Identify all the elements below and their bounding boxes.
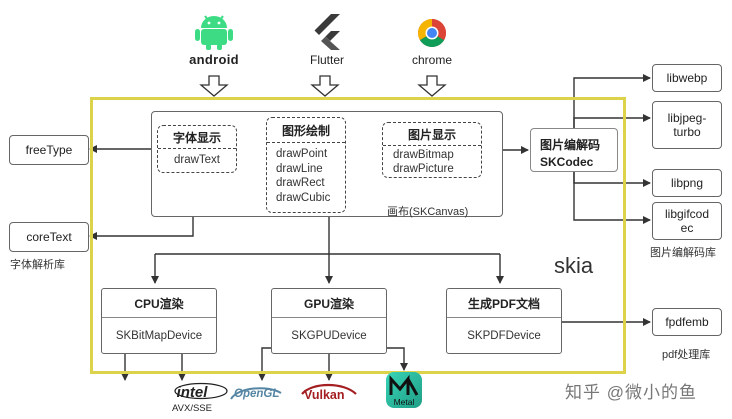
pdf-lib-caption: pdf处理库 xyxy=(662,349,711,361)
vulkan-arc-icon xyxy=(301,384,357,395)
opengl-label: OpenGL xyxy=(234,388,280,400)
drawrect-item: drawRect xyxy=(276,177,325,189)
font-display-group: 字体显示 drawText xyxy=(157,125,237,173)
image-display-group: 图片显示 drawBitmap drawPicture xyxy=(382,122,482,178)
cpu-device-title: CPU渲染 xyxy=(102,289,216,318)
font-lib-caption: 字体解析库 xyxy=(10,259,65,271)
android-label: android xyxy=(189,52,239,67)
android-logo xyxy=(192,12,236,56)
image-display-title: 图片显示 xyxy=(383,123,481,146)
pdf-device-title: 生成PDF文档 xyxy=(447,289,561,318)
libwebp-box: libwebp xyxy=(652,64,722,92)
skia-label: skia xyxy=(554,253,594,278)
image-display-list: drawBitmap drawPicture xyxy=(383,146,481,176)
gpu-device-box: GPU渲染 SKGPUDevice xyxy=(271,288,387,354)
pdf-device-name: SKPDFDevice xyxy=(467,330,541,342)
metal-m-icon xyxy=(389,374,419,396)
drawtext-item: drawText xyxy=(173,154,221,166)
coretext-box: coreText xyxy=(9,222,89,252)
flutter-icon xyxy=(314,14,340,50)
intel-swoosh-icon xyxy=(173,382,228,400)
libgifcodec-box: libgifcod ec xyxy=(652,202,722,240)
shape-draw-group: 图形绘制 drawPoint drawLine drawRect drawCub… xyxy=(266,117,346,213)
chrome-logo xyxy=(417,18,447,53)
metal-label: Metal xyxy=(393,397,415,407)
drawline-item: drawLine xyxy=(276,162,323,175)
vulkan-logo: Vulkan xyxy=(298,384,360,404)
codec-subtitle: SKCodec xyxy=(540,155,594,169)
codec-title: 图片编解码 xyxy=(540,138,601,152)
gpu-device-name: SKGPUDevice xyxy=(291,330,367,342)
intel-label: intel xyxy=(176,384,208,401)
gpu-device-title: GPU渲染 xyxy=(272,289,386,318)
skia-frame xyxy=(90,97,626,374)
cpu-device-name: SKBitMapDevice xyxy=(115,330,203,342)
drawcubic-item: drawCubic xyxy=(276,191,331,204)
vulkan-label: Vulkan xyxy=(304,388,345,402)
libjpeg-turbo-box: libjpeg- turbo xyxy=(652,101,722,149)
watermark: 知乎 @微小的鱼 xyxy=(565,383,697,402)
freetype-label: freeType xyxy=(25,143,73,157)
cpu-device-box: CPU渲染 SKBitMapDevice xyxy=(101,288,217,354)
android-robot-icon xyxy=(195,15,233,50)
fpdfemb-box: fpdfemb xyxy=(652,308,722,336)
libpng-label: libpng xyxy=(670,176,704,190)
codec-box: 图片编解码 SKCodec xyxy=(530,128,618,172)
canvas-label: 画布(SKCanvas) xyxy=(387,206,469,218)
opengl-swoosh-icon xyxy=(230,387,282,400)
flutter-logo xyxy=(313,14,343,55)
drawpicture-item: drawPicture xyxy=(393,163,454,175)
metal-logo: Metal xyxy=(386,372,422,408)
libpng-box: libpng xyxy=(652,169,722,197)
font-display-title: 字体显示 xyxy=(158,126,236,149)
intel-logo: intel AVX/SSE xyxy=(163,382,228,414)
fpdfemb-label: fpdfemb xyxy=(665,315,709,329)
shape-draw-title: 图形绘制 xyxy=(267,118,345,143)
libjpeg-turbo-line1: libjpeg- xyxy=(667,111,707,125)
freetype-box: freeType xyxy=(9,135,89,165)
libgifcodec-line2: ec xyxy=(680,221,694,235)
flutter-label: Flutter xyxy=(309,53,344,67)
chrome-icon xyxy=(418,19,446,47)
codec-lib-caption: 图片编解码库 xyxy=(650,247,716,259)
intel-sub-label: AVX/SSE xyxy=(172,403,212,414)
drawpoint-item: drawPoint xyxy=(276,148,328,160)
pdf-device-box: 生成PDF文档 SKPDFDevice xyxy=(446,288,562,354)
libgifcodec-line1: libgifcod xyxy=(664,207,710,221)
libwebp-label: libwebp xyxy=(666,71,708,85)
libjpeg-turbo-line2: turbo xyxy=(673,125,701,139)
shape-draw-list: drawPoint drawLine drawRect drawCubic xyxy=(267,143,345,205)
opengl-logo: OpenGL xyxy=(228,385,284,405)
drawbitmap-item: drawBitmap xyxy=(393,149,454,161)
coretext-label: coreText xyxy=(26,230,72,244)
chrome-label: chrome xyxy=(411,53,452,67)
